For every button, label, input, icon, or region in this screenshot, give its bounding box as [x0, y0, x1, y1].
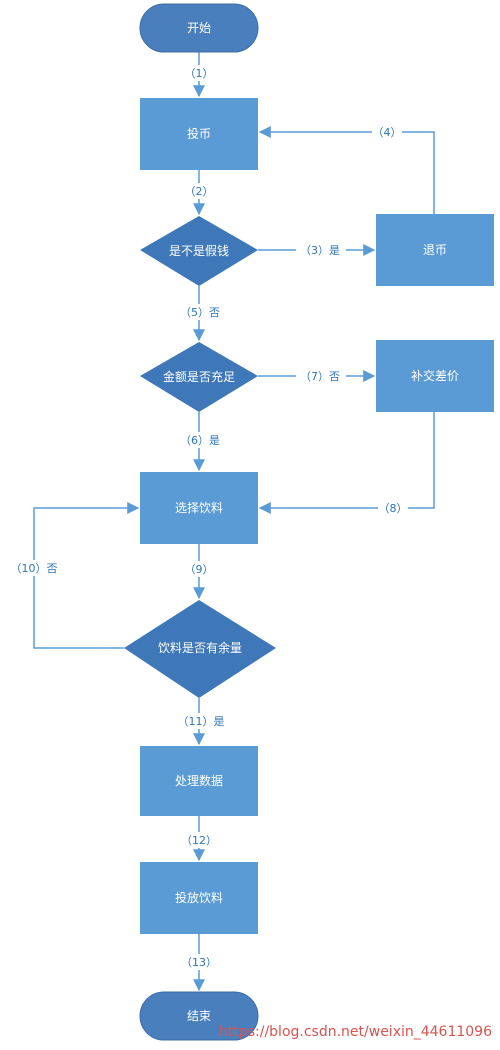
edge-label-2: （2）	[185, 185, 214, 198]
pay-difference-label: 补交差价	[411, 368, 459, 383]
watermark-url: https://blog.csdn.net/weixin_44611096	[219, 1024, 492, 1040]
edge-label-12: （12）	[181, 834, 217, 847]
edge-8	[258, 412, 435, 514]
edge-label-5: （5）否	[180, 306, 220, 319]
edge-label-6: （6）是	[180, 434, 220, 447]
nodes: 开始 投币 是不是假钱 退币 金额是否充足 补交差价	[124, 3, 494, 1041]
edge-10	[33, 502, 140, 649]
edge-label-3: （3）是	[300, 244, 340, 257]
process-data-node: 处理数据	[140, 746, 258, 816]
insert-coin-node: 投币	[140, 98, 258, 170]
edge-label-1: （1）	[185, 67, 214, 80]
enough-amount-decision: 金额是否充足	[140, 342, 258, 412]
insert-coin-label: 投币	[187, 126, 211, 141]
start-label: 开始	[187, 21, 211, 35]
edge-label-7: （7）否	[300, 370, 340, 383]
edge-label-4: （4）	[373, 126, 402, 139]
dispense-drink-node: 投放饮料	[140, 862, 258, 934]
select-drink-label: 选择饮料	[175, 501, 223, 515]
edge-label-9: （9）	[185, 563, 214, 576]
is-fake-decision: 是不是假钱	[140, 216, 258, 286]
has-stock-label: 饮料是否有余量	[158, 640, 242, 655]
has-stock-decision: 饮料是否有余量	[124, 600, 276, 698]
edge-label-8: （8）	[379, 502, 408, 515]
edge-label-11: （11）是	[178, 715, 225, 728]
edge-4	[258, 126, 435, 214]
edge-labels: （1） （2） （3）是 （4） （5）否 （6）是 （7）否 （8） （9） …	[6, 65, 408, 970]
end-node: 结束	[139, 991, 259, 1041]
dispense-drink-label: 投放饮料	[175, 890, 223, 905]
process-data-label: 处理数据	[175, 773, 223, 788]
end-label: 结束	[187, 1009, 211, 1023]
refund-label: 退币	[423, 243, 447, 257]
edge-label-13: （13）	[181, 956, 217, 969]
pay-difference-node: 补交差价	[376, 340, 494, 412]
refund-node: 退币	[376, 214, 494, 286]
start-node: 开始	[139, 3, 259, 53]
edge-label-10: （10）否	[11, 562, 58, 575]
enough-amount-label: 金额是否充足	[163, 369, 235, 384]
is-fake-label: 是不是假钱	[169, 243, 229, 258]
select-drink-node: 选择饮料	[140, 472, 258, 544]
